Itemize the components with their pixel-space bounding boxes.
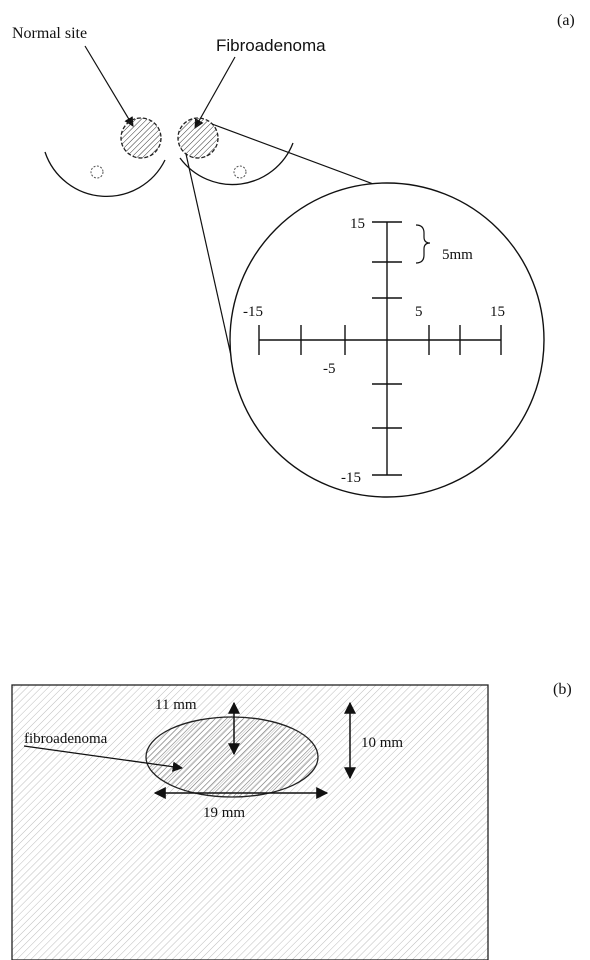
tick-label-left: -15 [243, 304, 263, 320]
width-label: 19 mm [203, 805, 245, 821]
left-breast-outline [44, 151, 166, 198]
panel-a-label: (a) [557, 12, 575, 29]
tick-label-top: 15 [350, 216, 365, 232]
normal-site-circle [120, 117, 162, 159]
tick-label-pos5: 5 [415, 304, 423, 320]
left-nipple [90, 165, 104, 179]
panel-b-label: (b) [553, 681, 572, 698]
normal-site-arrow [84, 45, 134, 127]
scale-label: 5mm [442, 247, 473, 263]
tick-label-bottom: -15 [341, 470, 361, 486]
tick-label-right: 15 [490, 304, 505, 320]
tick-label-neg5: -5 [323, 361, 336, 377]
fibroadenoma-arrow [194, 56, 236, 129]
fibroadenoma-site-circle [177, 117, 219, 159]
depth-label: 11 mm [155, 697, 197, 713]
zoom-line-bottom [185, 153, 233, 361]
normal-site-label: Normal site [12, 25, 87, 42]
fibroadenoma-lesion-label: fibroadenoma [24, 731, 108, 747]
right-nipple [233, 165, 247, 179]
height-label: 10 mm [361, 735, 403, 751]
scale-brace [415, 224, 431, 264]
right-breast-outline [179, 142, 294, 186]
crosshair-axes [258, 221, 502, 476]
fibroadenoma-ellipse [145, 716, 319, 798]
fibroadenoma-label: Fibroadenoma [216, 36, 326, 55]
fibroadenoma-pointer [23, 745, 184, 772]
